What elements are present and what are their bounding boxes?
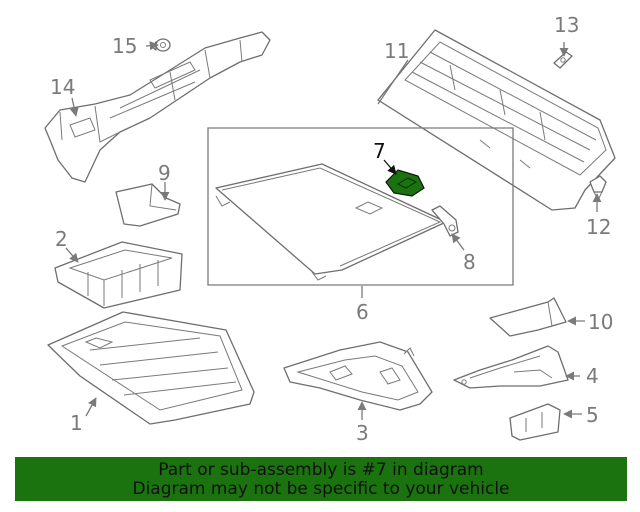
info-banner: Part or sub-assembly is #7 in diagram Di…: [15, 457, 627, 501]
part-11-rear-shelf: [377, 29, 616, 211]
part-13-clip: [553, 51, 573, 69]
callout-12: 12: [586, 215, 611, 239]
part-10-trim-panel: [489, 297, 567, 337]
part-2-storage-tray: [54, 241, 183, 309]
banner-line-1: Part or sub-assembly is #7 in diagram: [158, 460, 484, 480]
part-14-rear-panel-trim: [44, 31, 271, 183]
callout-4: 4: [586, 364, 599, 388]
callout-14: 14: [50, 75, 75, 99]
part-8-hook: [431, 205, 459, 237]
parts-diagram: 1 2 3 4 5 6 7 8 9 10 11 12 13 14 15: [44, 13, 616, 445]
callout-2: 2: [55, 227, 68, 251]
part-3-tool-tray: [283, 341, 433, 411]
part-4-bracket: [453, 345, 569, 389]
callout-9: 9: [158, 161, 171, 185]
callout-1: 1: [70, 411, 83, 435]
part-9-trim-piece: [115, 183, 181, 227]
callout-7: 7: [373, 139, 386, 163]
part-6-floor-board: [215, 163, 447, 281]
callout-13: 13: [554, 13, 579, 37]
banner-line-2: Diagram may not be specific to your vehi…: [132, 479, 510, 499]
leader-lines: [65, 41, 602, 420]
callout-11: 11: [384, 39, 409, 63]
callout-6: 6: [356, 300, 369, 324]
callout-15: 15: [112, 34, 137, 58]
callout-10: 10: [588, 310, 613, 334]
part-7-handle-highlighted: [385, 169, 425, 197]
part-1-trunk-tub: [47, 311, 255, 425]
part-6-group-frame: [207, 127, 514, 286]
callout-5: 5: [586, 403, 599, 427]
callout-3: 3: [356, 421, 369, 445]
callout-8: 8: [463, 250, 476, 274]
part-5-small-bracket: [509, 403, 561, 441]
callout-labels: 1 2 3 4 5 6 7 8 9 10 11 12 13 14 15: [50, 13, 613, 445]
